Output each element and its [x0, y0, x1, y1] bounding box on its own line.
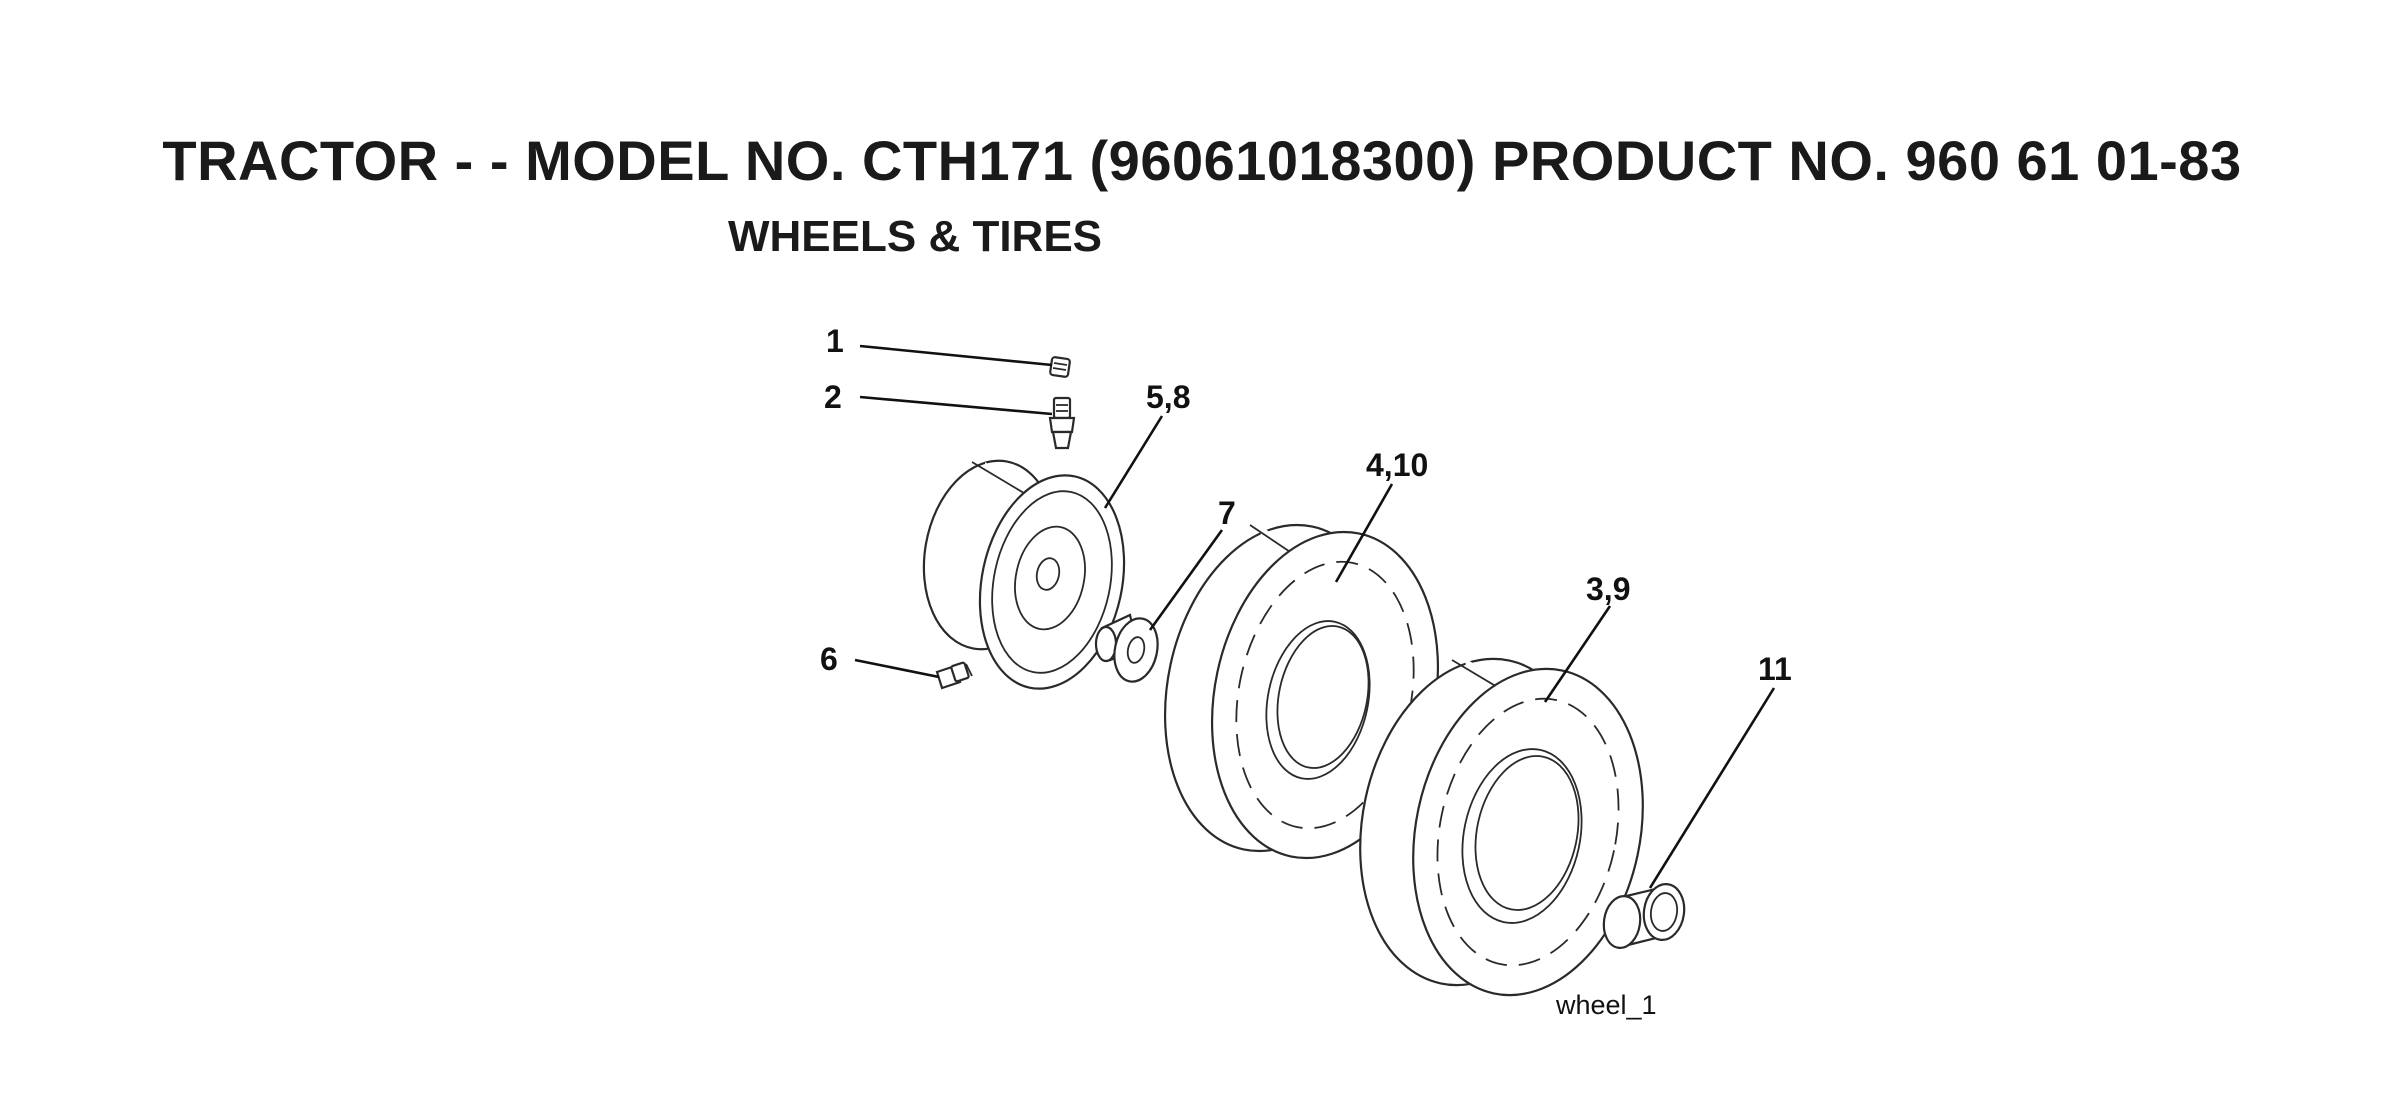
leader-line-2: [859, 395, 1053, 416]
wheel-rim-part: [922, 459, 1126, 690]
valve-cap-part: [1049, 356, 1071, 378]
leader-line-11: [1648, 687, 1776, 889]
callout-11: 11: [1758, 651, 1792, 687]
figure-id: wheel_1: [1555, 990, 1657, 1020]
front-tire-part: [1163, 523, 1440, 860]
callout-4-10: 4,10: [1366, 447, 1428, 483]
leader-line-6: [854, 658, 940, 679]
leader-line-4-10: [1334, 483, 1394, 583]
valve-stem-part: [1048, 396, 1076, 450]
leader-line-3-9: [1543, 605, 1612, 703]
callout-6: 6: [820, 641, 838, 677]
callout-1: 1: [826, 323, 844, 359]
callout-7: 7: [1218, 495, 1236, 531]
bearing-part: [1602, 883, 1686, 949]
leader-line-7: [1148, 529, 1224, 631]
rear-tire-part: [1359, 657, 1644, 997]
callout-3-9: 3,9: [1586, 571, 1630, 607]
leader-line-5-8: [1103, 415, 1164, 509]
callout-5-8: 5,8: [1146, 379, 1190, 415]
page-title: TRACTOR - - MODEL NO. CTH171 (9606101830…: [162, 129, 2242, 192]
callout-2: 2: [824, 379, 842, 415]
section-title: WHEELS & TIRES: [728, 212, 1103, 261]
leader-line-1: [859, 344, 1053, 367]
wheel-bolt-part: [935, 661, 973, 690]
bushing-part: [1094, 613, 1159, 683]
